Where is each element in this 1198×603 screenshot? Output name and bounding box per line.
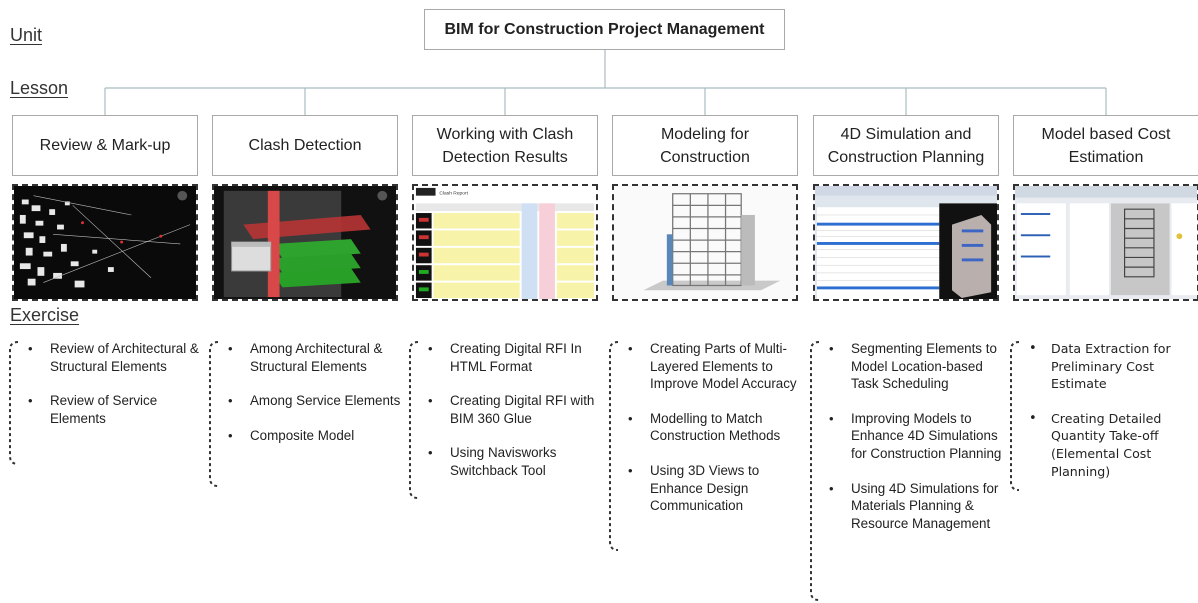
list-item: Review of Architectural & Structural Ele… bbox=[24, 340, 202, 375]
clash-detection-icon bbox=[212, 184, 398, 301]
lesson-4d-simulation: 4D Simulation and Construction Planning bbox=[813, 115, 999, 176]
list-item: Creating Parts of Multi-Layered Elements… bbox=[624, 340, 802, 393]
exercise-list-review: Review of Architectural & Structural Ele… bbox=[9, 340, 202, 465]
list-item: Composite Model bbox=[224, 427, 402, 445]
exercise-list-clash: Among Architectural & Structural Element… bbox=[209, 340, 402, 487]
brace-icon bbox=[209, 341, 219, 487]
unit-title-box: BIM for Construction Project Management bbox=[424, 9, 785, 50]
list-item: Among Architectural & Structural Element… bbox=[224, 340, 402, 375]
clash-report-table-icon: Clash Report bbox=[412, 184, 598, 301]
list-item: Creating Detailed Quantity Take-off (Ele… bbox=[1025, 410, 1198, 480]
exercise-list-modeling: Creating Parts of Multi-Layered Elements… bbox=[609, 340, 802, 551]
brace-icon bbox=[609, 341, 619, 551]
list-item: Among Service Elements bbox=[224, 392, 402, 410]
exercise-label: Exercise bbox=[10, 305, 80, 325]
cityscape-markup-icon bbox=[12, 184, 198, 301]
building-frame-model-icon bbox=[612, 184, 798, 301]
list-item: Creating Digital RFI with BIM 360 Glue bbox=[424, 392, 602, 427]
exercise-list-4d: Segmenting Elements to Model Location-ba… bbox=[810, 340, 1003, 601]
list-item: Using 4D Simulations for Materials Plann… bbox=[825, 480, 1003, 533]
list-item: Using 3D Views to Enhance Design Communi… bbox=[624, 462, 802, 515]
report-title: Clash Report bbox=[439, 191, 468, 197]
list-item: Improving Models to Enhance 4D Simulatio… bbox=[825, 410, 1003, 463]
lesson-clash-results: Working with Clash Detection Results bbox=[412, 115, 598, 176]
4d-simulation-icon bbox=[813, 184, 999, 301]
brace-icon bbox=[810, 341, 820, 601]
list-item: Segmenting Elements to Model Location-ba… bbox=[825, 340, 1003, 393]
exercise-list-clash-results: Creating Digital RFI In HTML Format Crea… bbox=[409, 340, 602, 499]
cost-estimation-icon bbox=[1013, 184, 1198, 301]
brace-icon bbox=[409, 341, 419, 499]
unit-label: Unit bbox=[10, 25, 43, 45]
list-item: Creating Digital RFI In HTML Format bbox=[424, 340, 602, 375]
lesson-clash-detection: Clash Detection bbox=[212, 115, 398, 176]
list-item: Modelling to Match Construction Methods bbox=[624, 410, 802, 445]
exercise-list-cost: Data Extraction for Preliminary Cost Est… bbox=[1010, 340, 1198, 497]
lesson-review-markup: Review & Mark-up bbox=[12, 115, 198, 176]
list-item: Data Extraction for Preliminary Cost Est… bbox=[1025, 340, 1198, 393]
list-item: Using Navisworks Switchback Tool bbox=[424, 444, 602, 479]
lesson-modeling-construction: Modeling for Construction bbox=[612, 115, 798, 176]
lesson-cost-estimation: Model based Cost Estimation bbox=[1013, 115, 1198, 176]
brace-icon bbox=[9, 341, 19, 465]
lesson-label: Lesson bbox=[10, 78, 69, 98]
list-item: Review of Service Elements bbox=[24, 392, 202, 427]
brace-icon bbox=[1010, 341, 1020, 491]
